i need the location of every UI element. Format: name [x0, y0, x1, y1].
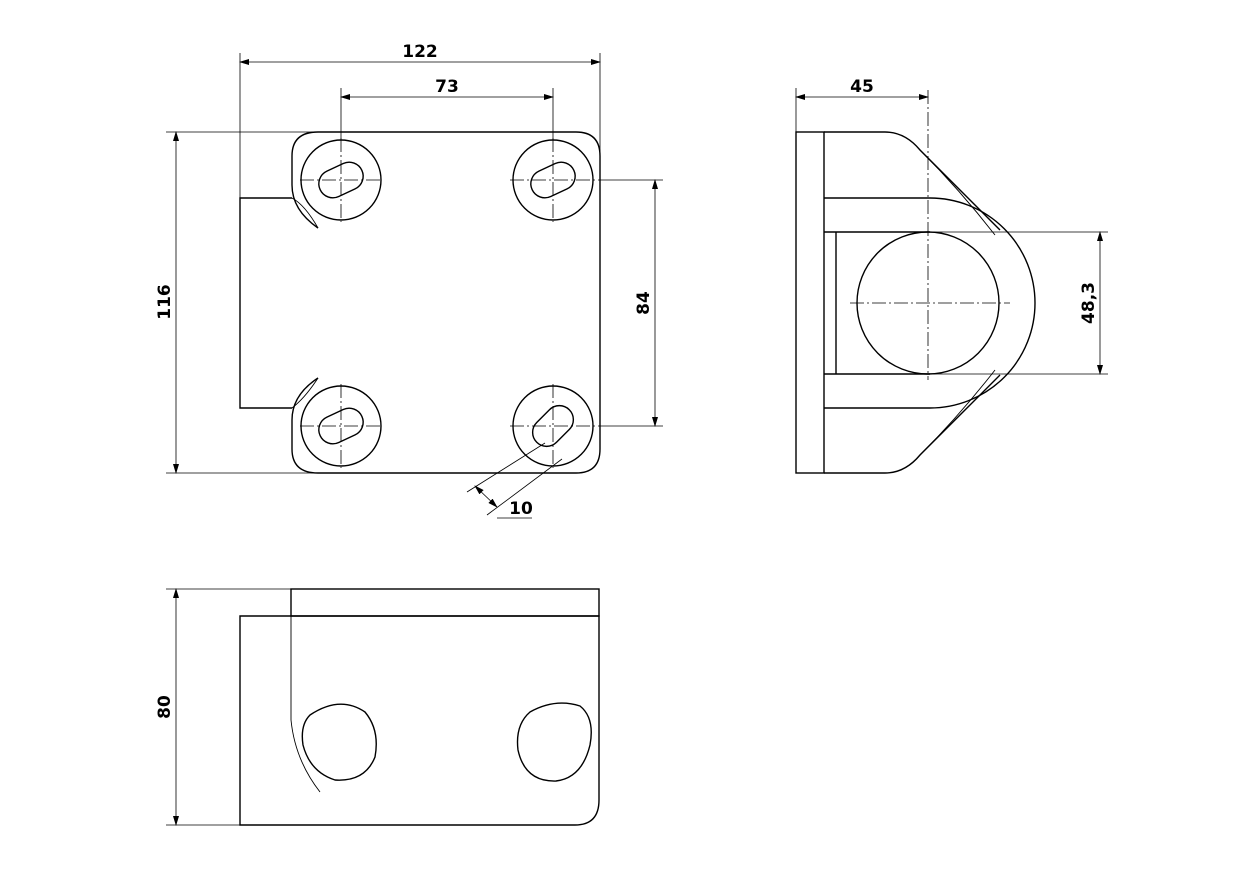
side-body-outline — [824, 131, 1001, 474]
bottom-hole-left — [301, 703, 377, 781]
front-view: 122 73 116 84 10 — [155, 42, 663, 519]
dim-10-label: 10 — [509, 499, 533, 519]
dim-bottom-height: 80 — [155, 588, 291, 826]
dim-side-depth: 45 — [795, 77, 929, 132]
hole-bottom-left — [300, 384, 382, 468]
dim-overall-height: 116 — [155, 131, 318, 474]
dim-45-label: 45 — [850, 77, 874, 97]
dim-73-label: 73 — [435, 77, 459, 97]
front-left-tab — [239, 197, 292, 409]
dim-80-label: 80 — [155, 695, 175, 719]
hole-bottom-right — [510, 384, 600, 468]
dim-pipe-diameter: 48,3 — [928, 231, 1108, 375]
dim-84-label: 84 — [634, 291, 654, 315]
hole-top-left — [300, 138, 382, 222]
dim-overall-width: 122 — [239, 42, 601, 198]
dim-48-3-label: 48,3 — [1079, 282, 1099, 324]
bottom-body-outline — [239, 615, 600, 826]
bottom-view: 80 — [155, 588, 600, 826]
dim-slot-width: 10 — [466, 442, 563, 519]
side-back-plate — [795, 131, 825, 474]
dim-hole-spacing-horizontal: 73 — [340, 77, 554, 140]
dim-116-label: 116 — [155, 284, 175, 320]
dim-122-label: 122 — [402, 42, 438, 62]
dim-hole-spacing-vertical: 84 — [600, 179, 663, 427]
bottom-hole-right — [516, 702, 592, 782]
hole-top-right — [510, 138, 600, 222]
side-view: 45 48,3 — [795, 77, 1108, 474]
front-plate-outline — [291, 131, 601, 474]
bottom-top-flange — [290, 588, 600, 617]
